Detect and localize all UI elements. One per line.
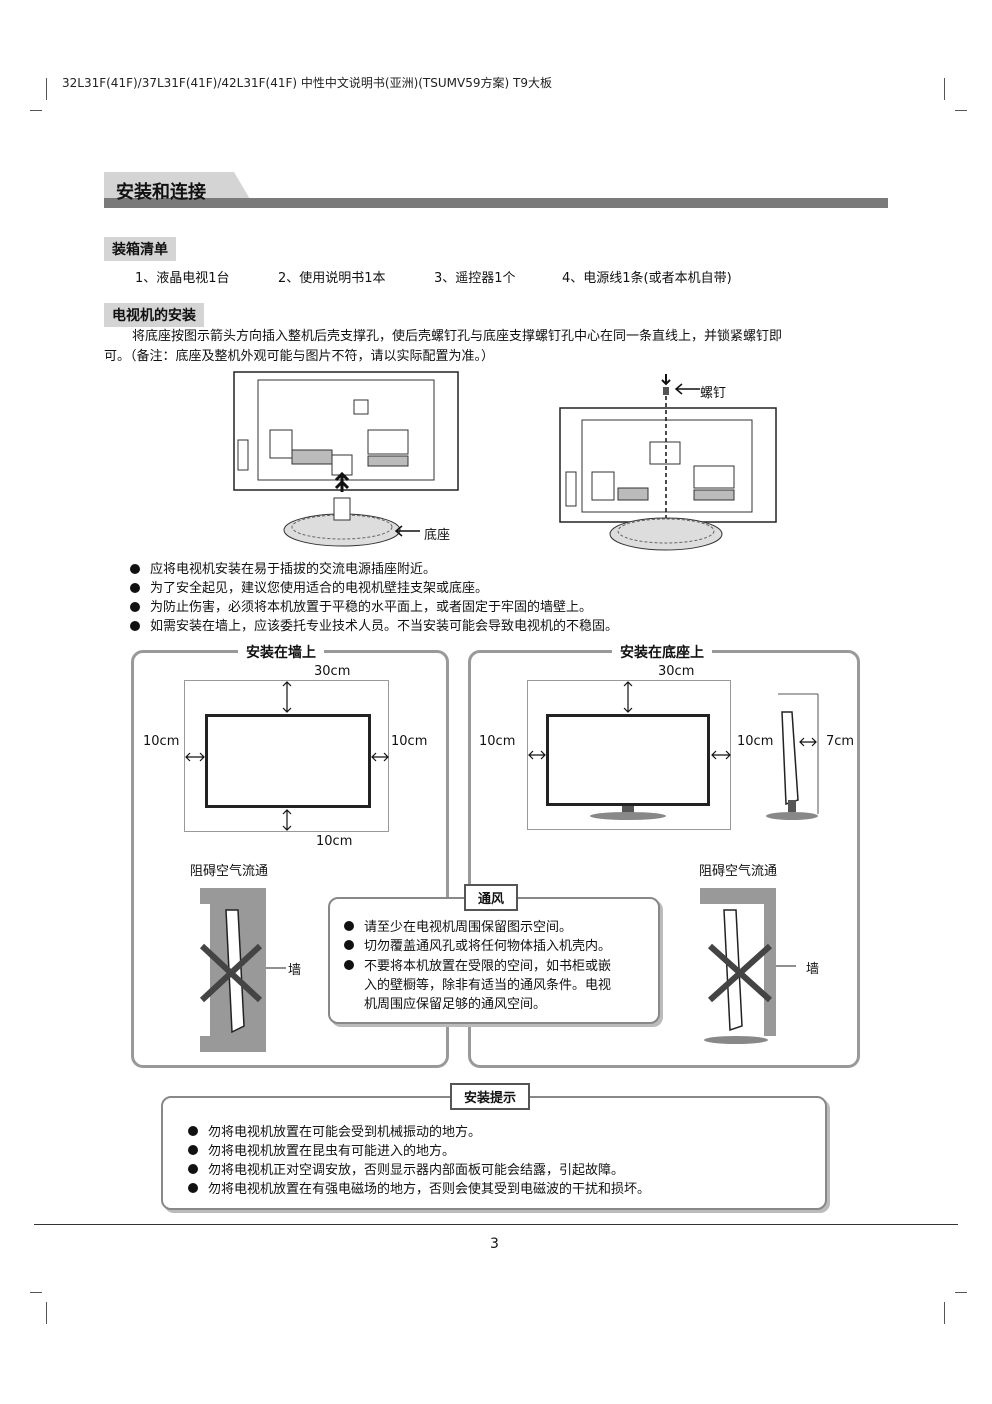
arrow-icon bbox=[674, 383, 700, 395]
tips-item: 勿将电视机放置在昆虫有可能进入的地方。 bbox=[188, 1142, 455, 1161]
wall-left-dimension: 10cm bbox=[143, 734, 180, 749]
tv-side-illustration bbox=[766, 693, 819, 820]
tips-item: 勿将电视机正对空调安放，否则显示器内部面板可能会结露，引起故障。 bbox=[188, 1161, 624, 1180]
stand-mount-title: 安装在底座上 bbox=[612, 642, 712, 662]
label-screw: 螺钉 bbox=[700, 386, 727, 401]
footer-rule bbox=[34, 1224, 958, 1225]
wall-bottom-dimension: 10cm bbox=[316, 834, 353, 849]
packing-item: 4、电源线1条(或者本机自带) bbox=[562, 271, 732, 286]
page-number: 3 bbox=[490, 1236, 499, 1252]
crop-mark bbox=[955, 1292, 967, 1293]
packing-item: 1、液晶电视1台 bbox=[135, 271, 230, 286]
tv-front-screen bbox=[205, 714, 371, 808]
bullet-item: 如需安装在墙上，应该委托专业技术人员。不当安装可能会导致电视机的不稳固。 bbox=[130, 615, 618, 634]
stand-left-dimension: 10cm bbox=[479, 734, 516, 749]
crop-mark bbox=[46, 78, 47, 100]
wall-mount-title: 安装在墙上 bbox=[238, 642, 324, 662]
stand-blocked-illustration bbox=[700, 888, 796, 1044]
ventilation-item: 切勿覆盖通风孔或将任何物体插入机壳内。 bbox=[344, 937, 611, 956]
dimension-arrow-icon bbox=[282, 809, 292, 831]
tv-back-screw-illustration bbox=[559, 374, 777, 551]
crop-mark bbox=[30, 1292, 42, 1293]
ventilation-item: 不要将本机放置在受限的空间，如书柜或嵌 bbox=[344, 957, 611, 976]
bullet-item: 应将电视机安装在易于插拔的交流电源插座附近。 bbox=[130, 558, 436, 577]
ventilation-item-cont: 入的壁橱等，除非有适当的通风条件。电视 bbox=[364, 978, 612, 993]
dimension-arrow-icon bbox=[711, 750, 731, 760]
packing-title: 装箱清单 bbox=[104, 237, 176, 261]
stand-top-dimension: 30cm bbox=[658, 664, 695, 679]
wall-top-dimension: 30cm bbox=[314, 664, 351, 679]
dimension-arrow-icon bbox=[623, 681, 633, 713]
tips-item: 勿将电视机放置在可能会受到机械振动的地方。 bbox=[188, 1123, 481, 1142]
section-title: 安装和连接 bbox=[116, 182, 206, 203]
bullet-item: 为防止伤害，必须将本机放置于平稳的水平面上，或者固定于牢固的墙壁上。 bbox=[130, 596, 592, 615]
packing-item: 3、遥控器1个 bbox=[434, 271, 516, 286]
wall-blocked-label: 阻碍空气流通 bbox=[190, 864, 269, 879]
dimension-arrow-icon bbox=[371, 752, 389, 762]
crop-mark bbox=[944, 78, 945, 100]
stand-blocked-label: 阻碍空气流通 bbox=[699, 864, 778, 879]
install-paragraph-line2: 可。（备注：底座及整机外观可能与图片不符，请以实际配置为准。） bbox=[104, 349, 495, 364]
arrow-icon bbox=[394, 525, 420, 537]
document-header: 32L31F(41F)/37L31F(41F)/42L31F(41F) 中性中文… bbox=[62, 76, 552, 90]
tv-stand-illustration bbox=[590, 806, 666, 820]
ventilation-box bbox=[328, 897, 660, 1024]
crop-mark bbox=[955, 110, 967, 111]
install-title: 电视机的安装 bbox=[104, 303, 204, 327]
install-paragraph-line1: 将底座按图示箭头方向插入整机后壳支撑孔，使后壳螺钉孔与底座支撑螺钉孔中心在同一条… bbox=[132, 329, 783, 344]
label-base: 底座 bbox=[424, 528, 451, 543]
dimension-arrow-icon bbox=[185, 752, 205, 762]
wall-label: 墙 bbox=[288, 963, 302, 978]
stand-right-dimension: 10cm bbox=[737, 734, 774, 749]
wall-blocked-illustration bbox=[199, 888, 286, 1052]
crop-mark bbox=[46, 1302, 47, 1324]
ventilation-title: 通风 bbox=[464, 884, 519, 911]
stand-wall-label: 墙 bbox=[806, 962, 820, 977]
packing-item: 2、使用说明书1本 bbox=[278, 271, 386, 286]
ventilation-item: 请至少在电视机周围保留图示空间。 bbox=[344, 918, 572, 937]
wall-right-dimension: 10cm bbox=[391, 734, 428, 749]
clearance-box bbox=[184, 680, 389, 832]
dimension-arrow-icon bbox=[528, 750, 546, 760]
section-title-bar bbox=[104, 198, 888, 208]
crop-mark bbox=[30, 110, 42, 111]
bullet-item: 为了安全起见，建议您使用适合的电视机壁挂支架或底座。 bbox=[130, 577, 488, 596]
tv-back-illustration bbox=[233, 371, 459, 547]
tips-item: 勿将电视机放置在有强电磁场的地方，否则会使其受到电磁波的干扰和损坏。 bbox=[188, 1180, 650, 1199]
stand-back-dimension: 7cm bbox=[826, 734, 855, 749]
tv-front-screen bbox=[546, 714, 710, 806]
crop-mark bbox=[944, 1302, 945, 1324]
install-tips-title: 安装提示 bbox=[450, 1083, 531, 1110]
ventilation-item-cont: 机周围应保留足够的通风空间。 bbox=[364, 997, 547, 1012]
dimension-arrow-icon bbox=[282, 681, 292, 713]
